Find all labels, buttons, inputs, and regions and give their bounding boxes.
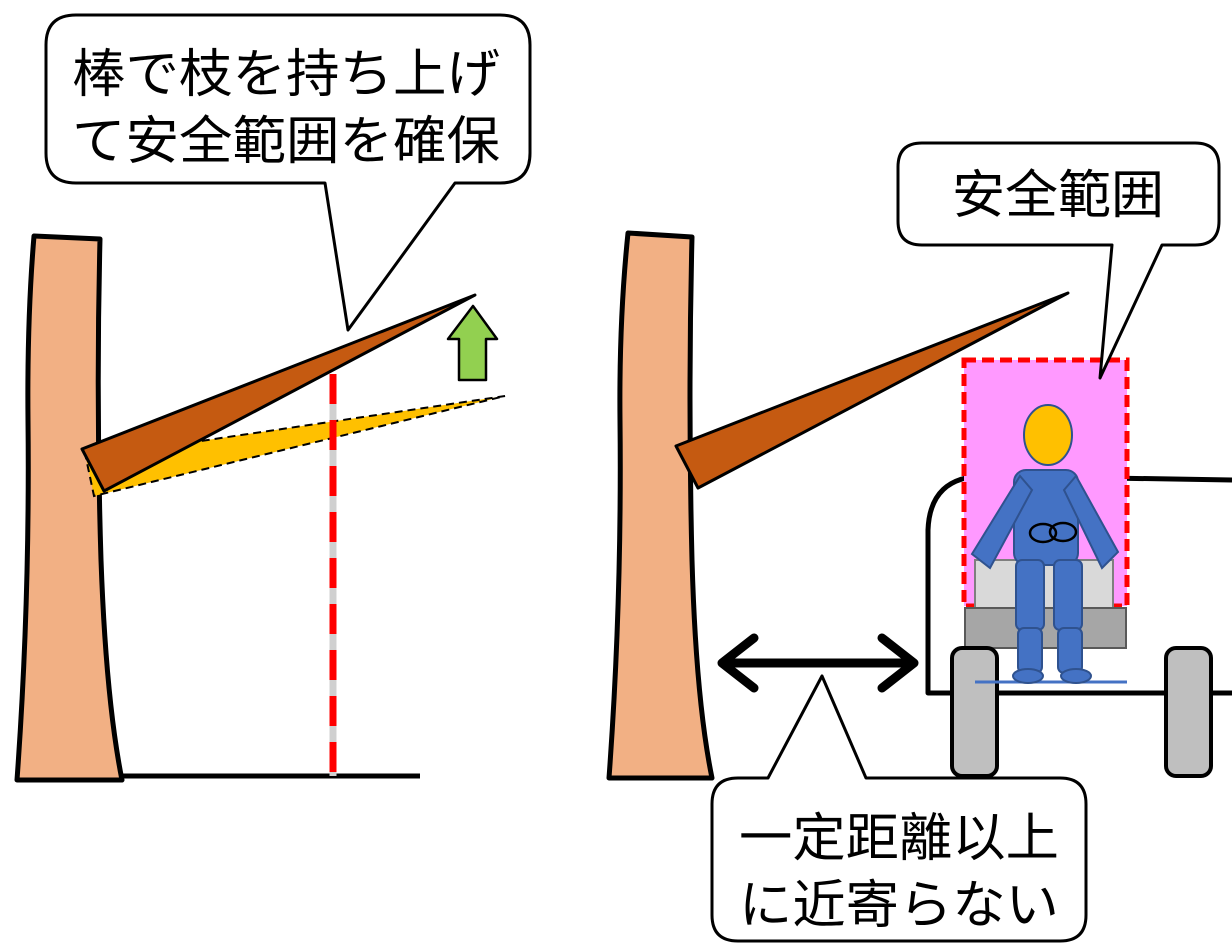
safe-zone-callout-label: 安全範囲 — [952, 166, 1164, 226]
keep-distance-callout-line2: に近寄らない — [739, 876, 1059, 936]
original-branch-position — [84, 395, 506, 498]
front-wheel — [950, 646, 999, 778]
lifted-branch — [80, 293, 477, 493]
right-scene: 安全範囲 一定距離以上 に近寄らない — [606, 141, 1232, 943]
worker-right-arm — [1062, 474, 1120, 570]
seat-base — [964, 607, 1127, 649]
safe-zone-callout-bubble — [896, 141, 1221, 380]
left-scene: 棒で枝を持ち上げ て安全範囲を確保 — [14, 13, 532, 783]
keep-distance-callout-bubble — [710, 674, 1088, 943]
distance-arrow-left-head — [717, 633, 759, 693]
worker-left-shin — [1017, 627, 1043, 674]
lift-branch-callout-bubble — [44, 13, 532, 332]
worker-right-shin — [1057, 627, 1083, 674]
keep-distance-callout-line1: 一定距離以上 — [739, 809, 1059, 869]
lift-up-arrow — [446, 304, 499, 382]
worker-left-hand — [1028, 522, 1058, 544]
distance-double-arrow — [717, 633, 919, 693]
right-tree-trunk — [606, 230, 715, 781]
worker-right-foot — [1060, 668, 1092, 684]
left-tree-trunk — [14, 233, 125, 783]
worker-left-foot — [1012, 668, 1044, 684]
rear-wheel — [1164, 646, 1213, 778]
distance-arrow-right-head — [877, 633, 919, 693]
seated-worker — [970, 404, 1120, 684]
lift-branch-callout-line2: て安全範囲を確保 — [72, 112, 500, 172]
worker-left-arm — [970, 474, 1034, 570]
right-branch — [674, 291, 1070, 490]
lift-branch-callout-line1: 棒で枝を持ち上げ — [72, 45, 500, 105]
worker-right-hand — [1048, 521, 1078, 543]
worker-left-thigh — [1015, 559, 1045, 631]
worker-right-thigh — [1053, 559, 1083, 631]
worker-head — [1023, 404, 1073, 466]
